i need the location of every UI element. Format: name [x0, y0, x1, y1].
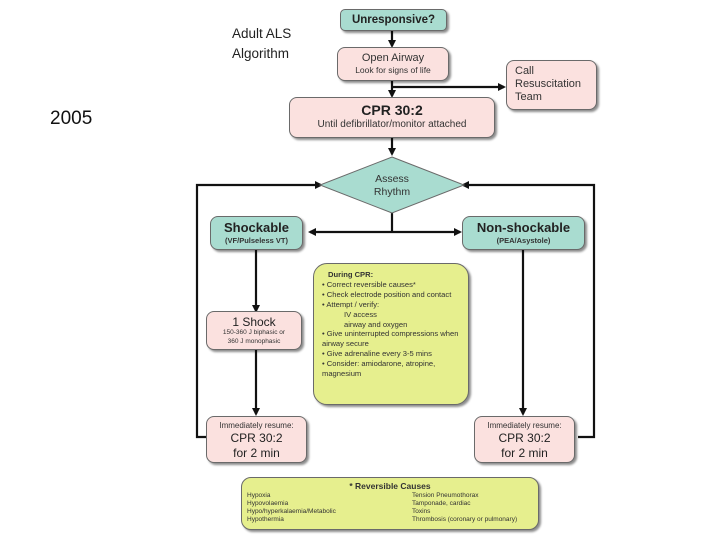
resume-left-line1: Immediately resume: — [219, 421, 294, 430]
slide-title-line1: Adult ALS — [232, 26, 292, 41]
loop-left — [195, 181, 323, 439]
shock-box: 1 Shock 150-360 J biphasic or 360 J mono… — [206, 311, 302, 350]
non-shockable-subtitle: (PEA/Asystole) — [496, 236, 551, 245]
year-label: 2005 — [50, 108, 93, 129]
assess-rhythm-diamond — [318, 156, 466, 214]
call-team-line1: Call — [515, 65, 534, 77]
cause-item: Hypothermia — [247, 516, 284, 523]
during-cpr-heading: During CPR: — [328, 270, 374, 279]
cpr-initial-subtitle: Until defibrillator/monitor attached — [317, 119, 467, 130]
open-airway-subtitle: Look for signs of life — [355, 65, 431, 75]
cpr-initial-box: CPR 30:2 Until defibrillator/monitor att… — [289, 97, 495, 138]
call-team-box: Call Resuscitation Team — [506, 60, 597, 110]
resume-right-line1: Immediately resume: — [487, 421, 562, 430]
reversible-causes-left: Hypoxia Hypovolaemia Hypo/hyperkalaemia/… — [247, 492, 336, 524]
unresponsive-label: Unresponsive? — [351, 14, 436, 26]
assess-line2: Rhythm — [373, 186, 411, 198]
resume-left-line2: CPR 30:2 — [230, 431, 283, 445]
open-airway-box: Open Airway Look for signs of life — [337, 47, 449, 81]
reversible-causes-right: Tension Pneumothorax Tamponade, cardiac … — [412, 492, 517, 524]
cause-item: Thrombosis (coronary or pulmonary) — [412, 516, 518, 523]
during-cpr-subitem: airway and oxygen — [344, 319, 408, 329]
cause-item: Hypovolaemia — [247, 500, 289, 507]
shock-line2: 360 J monophasic — [227, 337, 281, 345]
resume-right-line3: for 2 min — [501, 446, 548, 460]
during-cpr-item: • Consider: amiodarone, atropine, magnes… — [322, 359, 436, 379]
cause-item: Hypo/hyperkalaemia/Metabolic — [247, 508, 336, 515]
shock-title: 1 Shock — [232, 315, 276, 329]
unresponsive-box: Unresponsive? — [340, 9, 447, 31]
cause-item: Toxins — [412, 508, 431, 515]
during-cpr-item: • Correct reversible causes* — [322, 279, 416, 289]
during-cpr-item: • Give uninterrupted compressions when a… — [322, 329, 459, 349]
shockable-box: Shockable (VF/Pulseless VT) — [210, 216, 303, 250]
loop-right — [461, 181, 596, 439]
resume-left-box: Immediately resume: CPR 30:2 for 2 min — [206, 416, 307, 463]
assess-line1: Assess — [375, 173, 409, 185]
during-cpr-item: • Give adrenaline every 3-5 mins — [322, 349, 432, 359]
shock-line1: 150-360 J biphasic or — [222, 329, 286, 336]
resume-right-line2: CPR 30:2 — [498, 431, 551, 445]
cause-item: Tension Pneumothorax — [412, 492, 479, 499]
during-cpr-box: During CPR: • Correct reversible causes*… — [313, 263, 469, 405]
call-team-line3: Team — [515, 91, 542, 103]
shockable-title: Shockable — [223, 220, 290, 235]
call-team-line2: Resuscitation — [515, 78, 582, 90]
resume-right-box: Immediately resume: CPR 30:2 for 2 min — [474, 416, 575, 463]
reversible-causes-heading: * Reversible Causes — [349, 481, 431, 491]
during-cpr-subitem: IV access — [344, 309, 377, 319]
during-cpr-item: • Attempt / verify: — [322, 299, 380, 309]
slide-title: Adult ALS Algorithm — [232, 24, 291, 64]
non-shockable-title: Non-shockable — [476, 220, 571, 235]
during-cpr-item: • Check electrode position and contact — [322, 289, 452, 299]
open-airway-title: Open Airway — [361, 52, 425, 64]
cpr-initial-title: CPR 30:2 — [361, 102, 423, 118]
slide-title-line2: Algorithm — [232, 46, 290, 61]
resume-left-line3: for 2 min — [233, 446, 280, 460]
reversible-causes-box: * Reversible Causes Hypoxia Hypovolaemia… — [241, 477, 539, 530]
assess-rhythm-label: Assess Rhythm — [352, 173, 432, 199]
cause-item: Tamponade, cardiac — [412, 500, 471, 507]
cause-item: Hypoxia — [247, 492, 271, 499]
non-shockable-box: Non-shockable (PEA/Asystole) — [462, 216, 585, 250]
shockable-subtitle: (VF/Pulseless VT) — [225, 236, 288, 245]
